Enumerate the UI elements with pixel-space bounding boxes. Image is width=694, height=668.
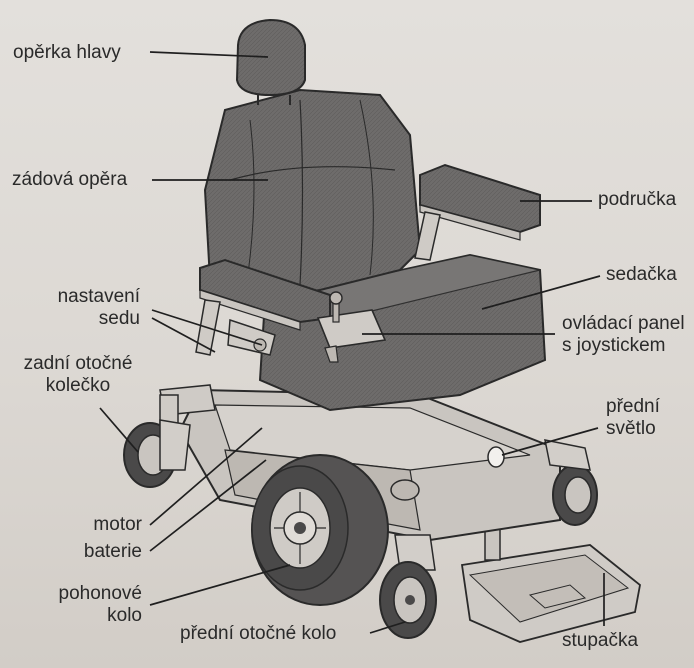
label-control-panel-line2: s joystickem (562, 335, 665, 357)
label-rear-caster-line2: kolečko (8, 375, 148, 397)
label-motor: motor (40, 514, 142, 536)
label-drive-wheel-line1: pohonové (30, 583, 142, 605)
label-rear-caster-line1: zadní otočné (8, 353, 148, 375)
label-backrest: zádová opěra (12, 169, 127, 191)
label-control-panel-line1: ovládací panel (562, 313, 685, 335)
right-armrest (415, 165, 540, 260)
leader-rear-caster (100, 408, 138, 452)
label-front-light-line2: světlo (606, 418, 656, 440)
label-seat: sedačka (606, 264, 677, 286)
label-headrest: opěrka hlavy (13, 42, 121, 64)
leader-drive-wheel (150, 565, 290, 605)
label-front-light-line1: přední (606, 396, 660, 418)
label-armrest: područka (598, 189, 676, 211)
label-battery: baterie (40, 541, 142, 563)
label-front-caster: přední otočné kolo (180, 623, 336, 645)
label-drive-wheel-line2: kolo (30, 605, 142, 627)
drive-wheel (252, 455, 388, 605)
front-light (488, 447, 504, 467)
footrest-plate (462, 520, 640, 642)
label-seat-adjust-line1: nastavení (30, 286, 140, 308)
label-seat-adjust-line2: sedu (30, 308, 140, 330)
front-caster-wheel (380, 535, 436, 638)
motor-housing (391, 480, 419, 500)
label-footrest: stupačka (562, 630, 638, 652)
